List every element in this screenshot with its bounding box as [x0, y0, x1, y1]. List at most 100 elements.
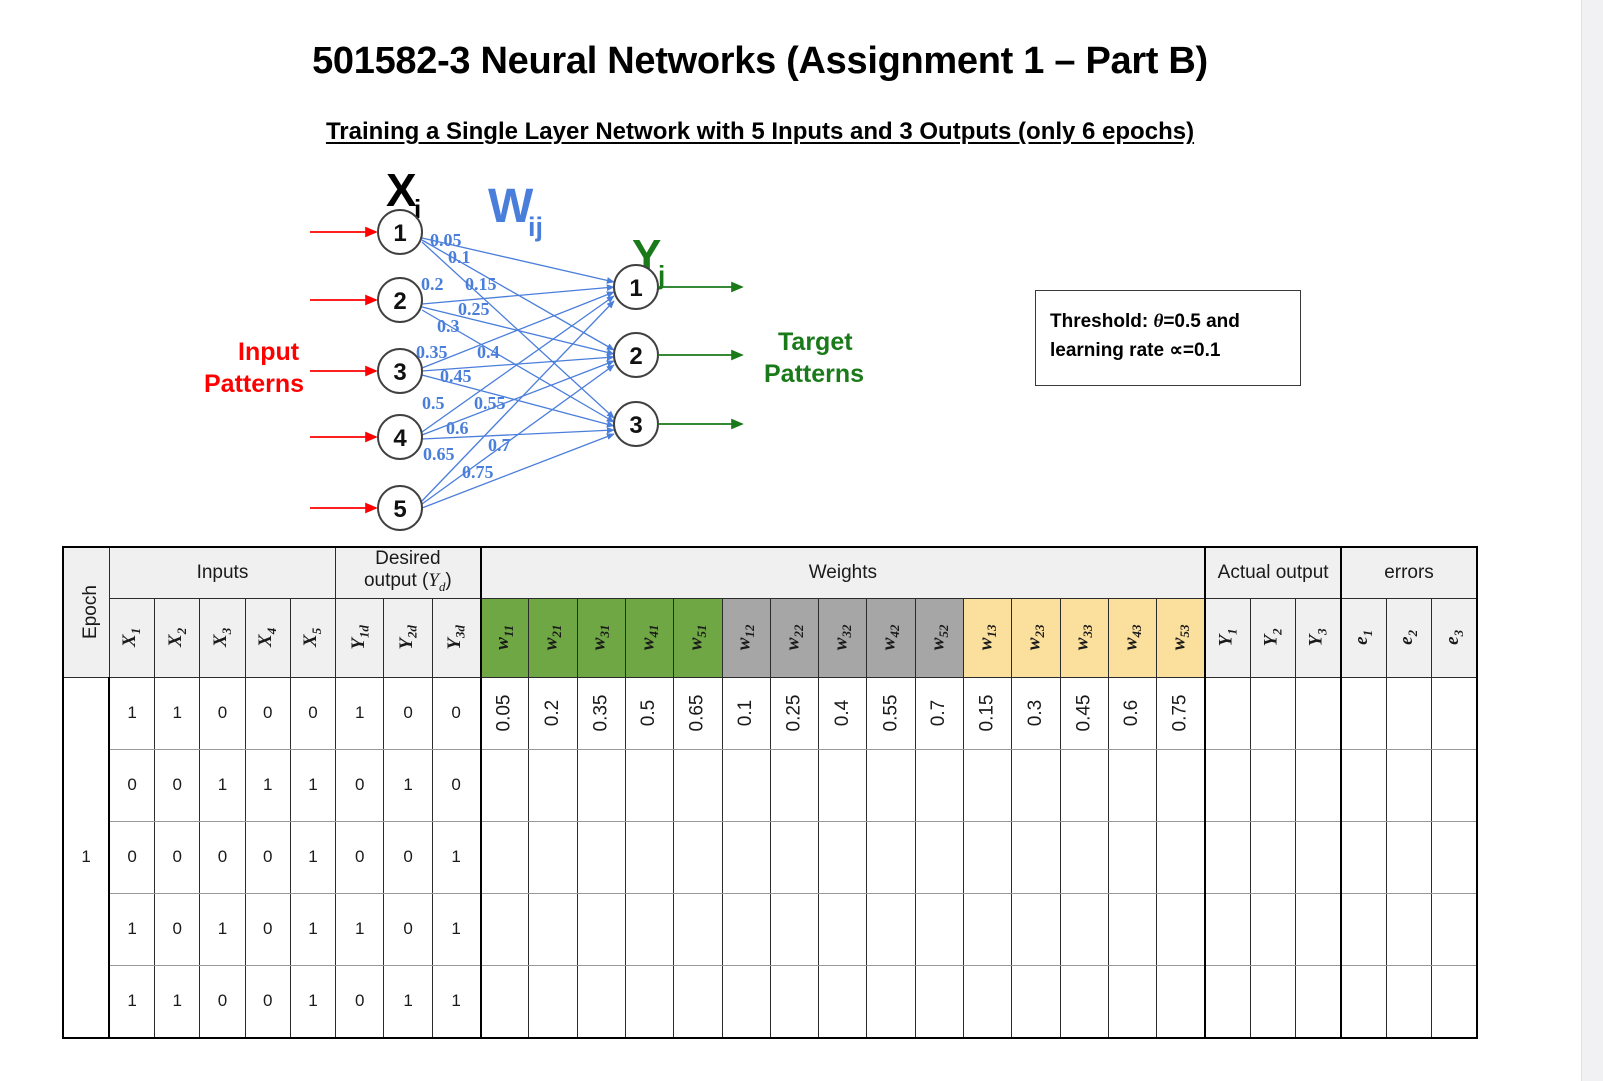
- cell-weight-w51[interactable]: 0.65: [673, 676, 723, 750]
- cell-input-x4[interactable]: 1: [244, 748, 291, 822]
- cell-desired-y1d[interactable]: 1: [335, 892, 385, 966]
- cell-weight-w22[interactable]: [769, 964, 820, 1039]
- cell-input-x1[interactable]: 1: [108, 964, 156, 1039]
- cell-error-e2[interactable]: [1385, 964, 1433, 1039]
- cell-weight-w31[interactable]: [576, 748, 626, 822]
- cell-weight-w32[interactable]: 0.4: [818, 676, 868, 750]
- cell-desired-y1d[interactable]: 0: [335, 820, 385, 894]
- cell-weight-w21[interactable]: [528, 892, 578, 966]
- cell-desired-y2d[interactable]: 0: [383, 892, 433, 966]
- cell-weight-w13[interactable]: [962, 892, 1013, 966]
- cell-input-x1[interactable]: 0: [108, 820, 156, 894]
- cell-error-e3[interactable]: [1431, 964, 1479, 1039]
- cell-input-x5[interactable]: 1: [289, 820, 337, 894]
- cell-actual-y2[interactable]: [1249, 964, 1297, 1039]
- cell-weight-w43[interactable]: [1107, 748, 1158, 822]
- cell-weight-w42[interactable]: [866, 820, 916, 894]
- cell-input-x1[interactable]: 1: [108, 676, 156, 750]
- cell-weight-w11[interactable]: [479, 748, 530, 822]
- cell-weight-w22[interactable]: 0.25: [769, 676, 820, 750]
- cell-weight-w42[interactable]: [866, 892, 916, 966]
- cell-weight-w31[interactable]: 0.35: [576, 676, 626, 750]
- cell-desired-y3d[interactable]: 1: [431, 892, 482, 966]
- cell-weight-w23[interactable]: [1011, 892, 1061, 966]
- cell-error-e2[interactable]: [1385, 676, 1433, 750]
- cell-weight-w52[interactable]: [914, 820, 965, 894]
- cell-weight-w43[interactable]: [1107, 892, 1158, 966]
- cell-weight-w21[interactable]: [528, 964, 578, 1039]
- cell-actual-y2[interactable]: [1249, 820, 1297, 894]
- cell-error-e1[interactable]: [1340, 820, 1387, 894]
- cell-weight-w11[interactable]: [479, 964, 530, 1039]
- cell-actual-y1[interactable]: [1204, 676, 1251, 750]
- cell-weight-w51[interactable]: [673, 892, 723, 966]
- cell-weight-w52[interactable]: [914, 964, 965, 1039]
- cell-input-x4[interactable]: 0: [244, 964, 291, 1039]
- cell-weight-w11[interactable]: 0.05: [479, 676, 530, 750]
- cell-weight-w22[interactable]: [769, 748, 820, 822]
- cell-weight-w13[interactable]: [962, 964, 1013, 1039]
- cell-desired-y3d[interactable]: 0: [431, 676, 482, 750]
- cell-weight-w53[interactable]: 0.75: [1156, 676, 1207, 750]
- cell-input-x3[interactable]: 1: [199, 748, 246, 822]
- cell-weight-w33[interactable]: [1059, 820, 1109, 894]
- cell-weight-w43[interactable]: [1107, 964, 1158, 1039]
- cell-weight-w21[interactable]: 0.2: [528, 676, 578, 750]
- cell-input-x5[interactable]: 1: [289, 748, 337, 822]
- cell-weight-w23[interactable]: [1011, 820, 1061, 894]
- cell-weight-w12[interactable]: [721, 892, 771, 966]
- cell-weight-w33[interactable]: [1059, 892, 1109, 966]
- cell-input-x5[interactable]: 1: [289, 892, 337, 966]
- cell-error-e3[interactable]: [1431, 820, 1479, 894]
- cell-weight-w42[interactable]: 0.55: [866, 676, 916, 750]
- cell-input-x4[interactable]: 0: [244, 820, 291, 894]
- cell-weight-w32[interactable]: [818, 748, 868, 822]
- cell-weight-w53[interactable]: [1156, 964, 1207, 1039]
- cell-actual-y2[interactable]: [1249, 676, 1297, 750]
- cell-weight-w53[interactable]: [1156, 892, 1207, 966]
- cell-weight-w41[interactable]: [624, 748, 675, 822]
- cell-error-e1[interactable]: [1340, 676, 1387, 750]
- cell-weight-w41[interactable]: [624, 892, 675, 966]
- cell-weight-w23[interactable]: [1011, 964, 1061, 1039]
- cell-weight-w31[interactable]: [576, 892, 626, 966]
- cell-weight-w43[interactable]: [1107, 820, 1158, 894]
- cell-input-x3[interactable]: 0: [199, 820, 246, 894]
- cell-input-x3[interactable]: 0: [199, 964, 246, 1039]
- cell-error-e1[interactable]: [1340, 964, 1387, 1039]
- cell-weight-w31[interactable]: [576, 820, 626, 894]
- cell-actual-y3[interactable]: [1295, 676, 1343, 750]
- cell-actual-y2[interactable]: [1249, 748, 1297, 822]
- cell-actual-y3[interactable]: [1295, 892, 1343, 966]
- cell-weight-w13[interactable]: [962, 820, 1013, 894]
- cell-weight-w21[interactable]: [528, 820, 578, 894]
- cell-weight-w51[interactable]: [673, 748, 723, 822]
- cell-input-x4[interactable]: 0: [244, 676, 291, 750]
- cell-weight-w21[interactable]: [528, 748, 578, 822]
- cell-input-x2[interactable]: 0: [154, 748, 201, 822]
- cell-actual-y3[interactable]: [1295, 820, 1343, 894]
- cell-weight-w32[interactable]: [818, 964, 868, 1039]
- cell-input-x5[interactable]: 1: [289, 964, 337, 1039]
- cell-weight-w33[interactable]: 0.45: [1059, 676, 1109, 750]
- cell-weight-w31[interactable]: [576, 964, 626, 1039]
- cell-input-x5[interactable]: 0: [289, 676, 337, 750]
- cell-input-x3[interactable]: 0: [199, 676, 246, 750]
- cell-weight-w52[interactable]: [914, 748, 965, 822]
- cell-weight-w13[interactable]: 0.15: [962, 676, 1013, 750]
- cell-weight-w11[interactable]: [479, 820, 530, 894]
- cell-weight-w12[interactable]: [721, 964, 771, 1039]
- cell-weight-w11[interactable]: [479, 892, 530, 966]
- cell-desired-y1d[interactable]: 0: [335, 964, 385, 1039]
- cell-error-e1[interactable]: [1340, 748, 1387, 822]
- cell-desired-y3d[interactable]: 1: [431, 964, 482, 1039]
- cell-input-x1[interactable]: 0: [108, 748, 156, 822]
- cell-input-x3[interactable]: 1: [199, 892, 246, 966]
- cell-weight-w22[interactable]: [769, 892, 820, 966]
- cell-error-e3[interactable]: [1431, 676, 1479, 750]
- cell-actual-y1[interactable]: [1204, 820, 1251, 894]
- cell-weight-w41[interactable]: 0.5: [624, 676, 675, 750]
- cell-weight-w41[interactable]: [624, 964, 675, 1039]
- cell-weight-w53[interactable]: [1156, 820, 1207, 894]
- cell-error-e3[interactable]: [1431, 892, 1479, 966]
